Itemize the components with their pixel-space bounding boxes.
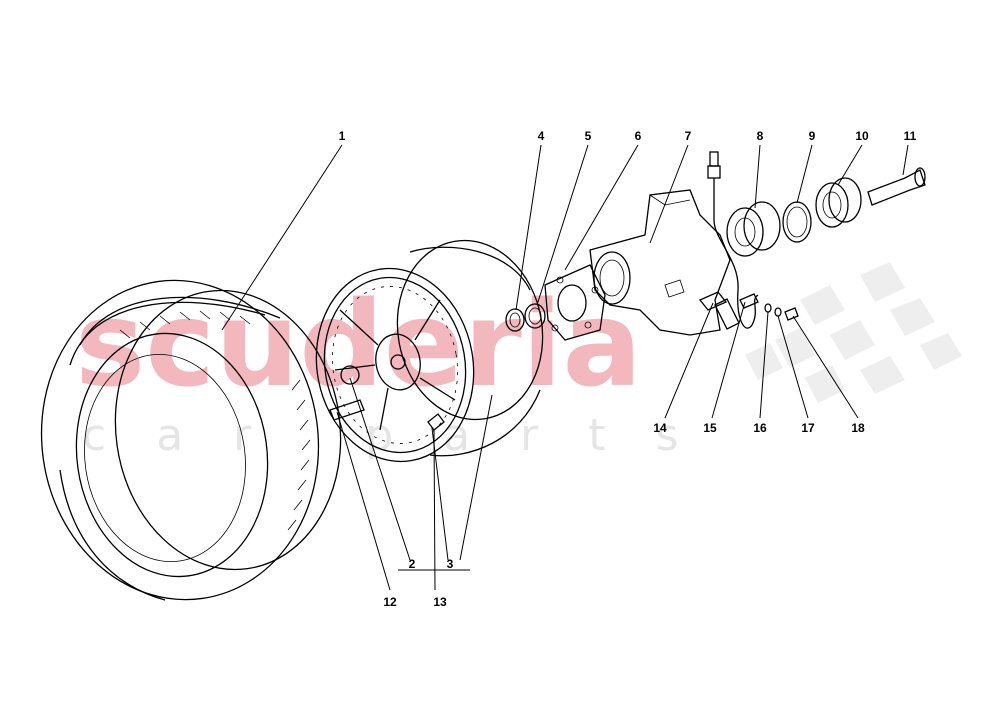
callout-16: 16 bbox=[753, 421, 767, 435]
watermark-brand: scuderia bbox=[75, 275, 642, 413]
tone-wheel-drawing bbox=[815, 177, 862, 228]
callout-14: 14 bbox=[653, 421, 667, 435]
callout-18: 18 bbox=[851, 421, 865, 435]
callout-1: 1 bbox=[339, 129, 346, 143]
sensor-cable-drawing bbox=[707, 151, 759, 329]
callout-labels: 1 2 3 4 5 6 7 8 9 10 11 12 13 14 15 16 1… bbox=[339, 129, 917, 609]
callout-4: 4 bbox=[538, 129, 545, 143]
fastener-drawings bbox=[739, 293, 799, 321]
callout-2: 2 bbox=[409, 557, 416, 571]
callout-17: 17 bbox=[801, 421, 815, 435]
callout-7: 7 bbox=[685, 129, 692, 143]
tyre-drawing bbox=[40, 279, 342, 601]
callout-5: 5 bbox=[585, 129, 592, 143]
shaft-drawing bbox=[867, 167, 926, 206]
callout-3: 3 bbox=[447, 557, 454, 571]
leader-lines bbox=[221, 144, 909, 591]
watermark-checkered-flag bbox=[745, 262, 962, 403]
bearing-drawing bbox=[726, 201, 781, 257]
seal-drawings bbox=[505, 303, 546, 332]
callout-15: 15 bbox=[703, 421, 717, 435]
callout-8: 8 bbox=[757, 129, 764, 143]
hub-carrier-drawing bbox=[589, 189, 731, 336]
hub-drawing bbox=[544, 264, 606, 341]
callout-12: 12 bbox=[383, 595, 397, 609]
callout-10: 10 bbox=[855, 129, 869, 143]
watermark-subtext: car parts bbox=[82, 410, 728, 461]
circlip-drawing bbox=[782, 201, 812, 243]
callout-11: 11 bbox=[904, 129, 917, 143]
callout-13: 13 bbox=[433, 595, 447, 609]
callout-6: 6 bbox=[635, 129, 642, 143]
callout-9: 9 bbox=[809, 129, 816, 143]
